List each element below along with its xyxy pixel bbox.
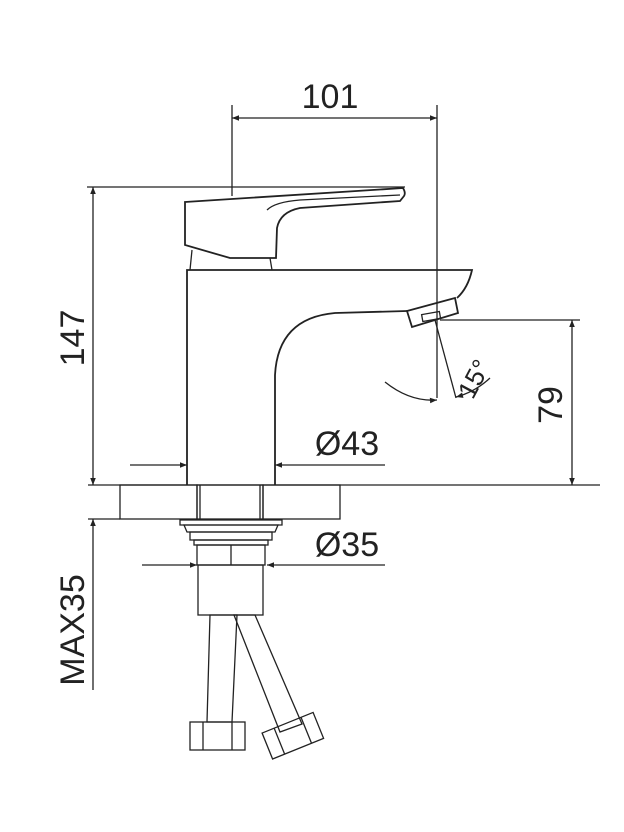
dimension-label-max35: MAX35 <box>54 574 92 686</box>
dimension-label-79: 79 <box>532 386 570 424</box>
hose-nut-right <box>261 711 325 760</box>
aerator <box>405 296 460 329</box>
threaded-shank <box>197 564 264 616</box>
dimension-max35: MAX35 <box>54 519 96 690</box>
faucet-handle <box>184 187 406 271</box>
dimension-label-d43: Ø43 <box>315 425 379 463</box>
deck-plate-section <box>119 484 341 520</box>
dimension-101: 101 <box>231 78 438 398</box>
hose-nut-left <box>189 721 246 751</box>
dimension-label-147: 147 <box>54 310 92 367</box>
faucet-body <box>186 269 474 485</box>
dimension-d43: Ø43 <box>130 425 385 468</box>
dimension-label-d35: Ø35 <box>315 526 379 564</box>
mounting-nut <box>179 519 283 566</box>
dimension-d35: Ø35 <box>142 526 385 568</box>
dimension-79: 79 <box>440 319 580 485</box>
braided-hoses <box>189 614 325 760</box>
dimension-147: 147 <box>54 186 405 485</box>
dimension-label-101: 101 <box>302 78 359 116</box>
angle-15: 15° <box>384 319 497 404</box>
